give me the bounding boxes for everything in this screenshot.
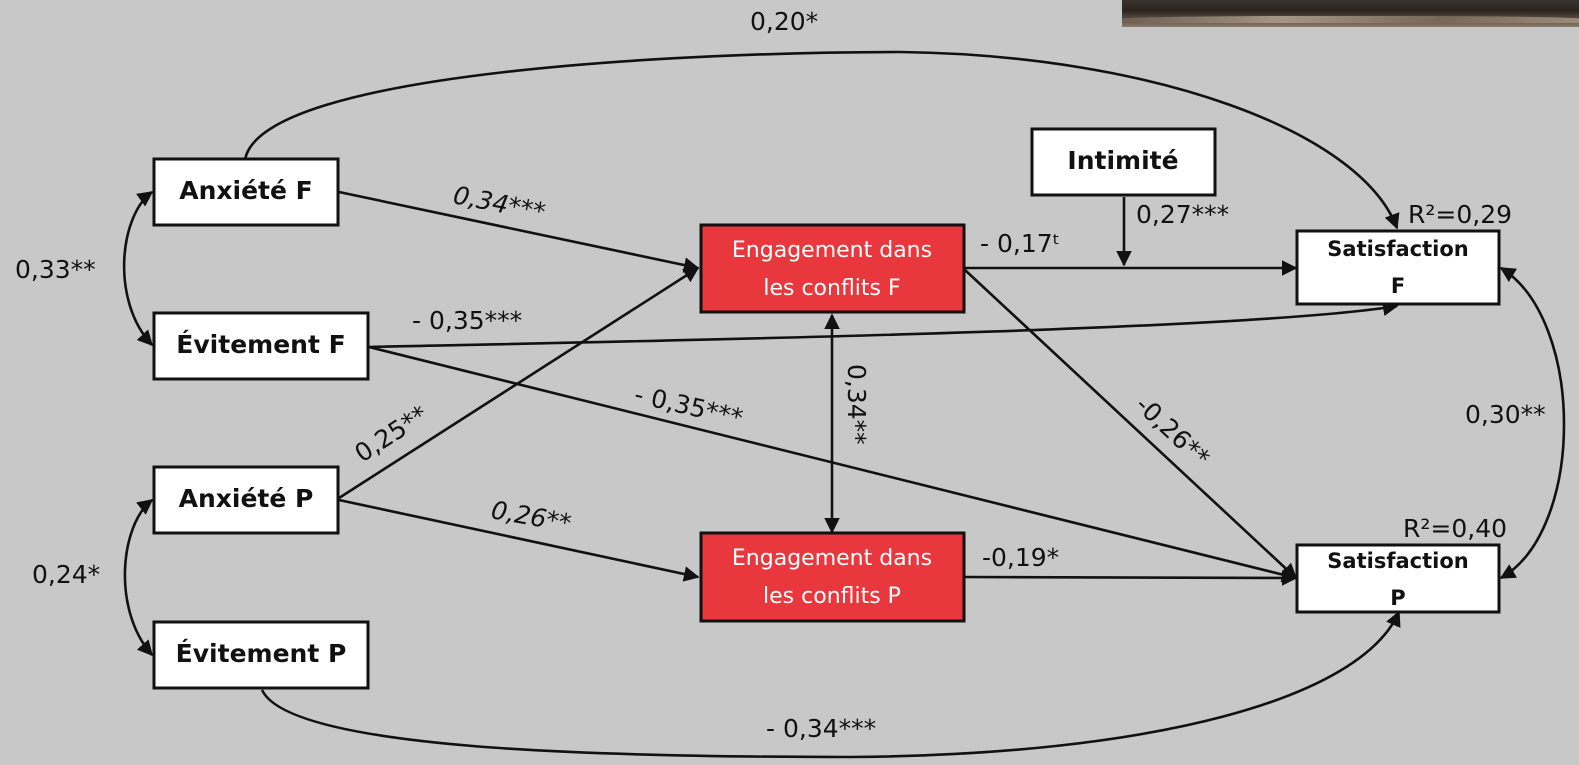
node-engagement-p: Engagement dans les conflits P xyxy=(699,531,966,623)
coef-evit-f-sat-f: - 0,35*** xyxy=(412,306,522,335)
node-intimite: Intimité xyxy=(1030,127,1217,197)
arrow-eng-p-sat-p xyxy=(964,570,1298,586)
node-label: Anxiété F xyxy=(179,176,312,205)
covariance-sat-f-sat-p xyxy=(1499,266,1566,580)
arrow-evit-f-sat-f xyxy=(368,300,1399,349)
bottom-curve-arrow xyxy=(260,610,1401,759)
coef-anx-p-eng-p: 0,26** xyxy=(489,495,573,538)
coef-bottom-curve: - 0,34*** xyxy=(766,714,876,743)
node-satisfaction-p: Satisfaction P xyxy=(1295,543,1501,614)
r2-satisfaction-f: R²=0,29 xyxy=(1408,200,1512,229)
arrow-anx-p-eng-p xyxy=(338,498,700,582)
coef-cov-anx-f-evit-f: 0,33** xyxy=(15,255,96,284)
node-anxiete-f: Anxiété F xyxy=(152,157,340,227)
node-label-line1: Engagement dans xyxy=(732,238,932,263)
node-label-line1: Engagement dans xyxy=(732,546,932,571)
coef-evit-f-sat-p: - 0,35*** xyxy=(632,380,746,433)
node-label: Intimité xyxy=(1067,146,1178,175)
node-evitement-f: Évitement F xyxy=(152,311,370,381)
coef-eng-f-sat-f: - 0,17ᵗ xyxy=(980,229,1060,258)
node-label: Évitement F xyxy=(176,330,345,359)
node-evitement-p: Évitement P xyxy=(152,620,370,690)
node-label-line2: les conflits P xyxy=(763,584,901,609)
coef-eng-f-eng-p: 0,34** xyxy=(842,364,871,445)
node-satisfaction-f: Satisfaction F xyxy=(1295,229,1501,306)
r2-satisfaction-p: R²=0,40 xyxy=(1403,514,1507,543)
node-engagement-f: Engagement dans les conflits F xyxy=(699,223,966,314)
coef-intimite-moderation: 0,27*** xyxy=(1136,200,1229,229)
coef-top-curve: 0,20* xyxy=(750,7,818,36)
coef-cov-anx-p-evit-p: 0,24* xyxy=(32,560,100,589)
node-label: Évitement P xyxy=(176,639,347,668)
coef-cov-sat-f-sat-p: 0,30** xyxy=(1465,400,1546,429)
node-label-line1: Satisfaction xyxy=(1327,549,1468,573)
photo-band xyxy=(1122,16,1579,23)
node-anxiete-p: Anxiété P xyxy=(152,465,340,535)
coef-anx-p-eng-f: 0,25** xyxy=(349,400,432,468)
arrow-eng-f-sat-p xyxy=(964,269,1298,580)
node-label-line1: Satisfaction xyxy=(1327,237,1468,261)
node-label-line2: les conflits F xyxy=(763,276,900,301)
arrow-anx-p-eng-f xyxy=(338,266,700,500)
node-label-line2: P xyxy=(1390,586,1405,610)
coef-eng-p-sat-p: -0,19* xyxy=(982,543,1059,572)
arrow-anx-f-eng-f xyxy=(338,190,700,273)
covariance-anx-p-evit-p xyxy=(123,498,154,657)
top-curve-arrow xyxy=(243,50,1400,230)
node-label: Anxiété P xyxy=(179,484,314,513)
coef-eng-f-sat-p: -0,26** xyxy=(1130,390,1215,472)
covariance-anx-f-evit-f xyxy=(122,190,154,347)
node-label-line2: F xyxy=(1391,274,1405,298)
photo-strip xyxy=(1122,0,1579,27)
